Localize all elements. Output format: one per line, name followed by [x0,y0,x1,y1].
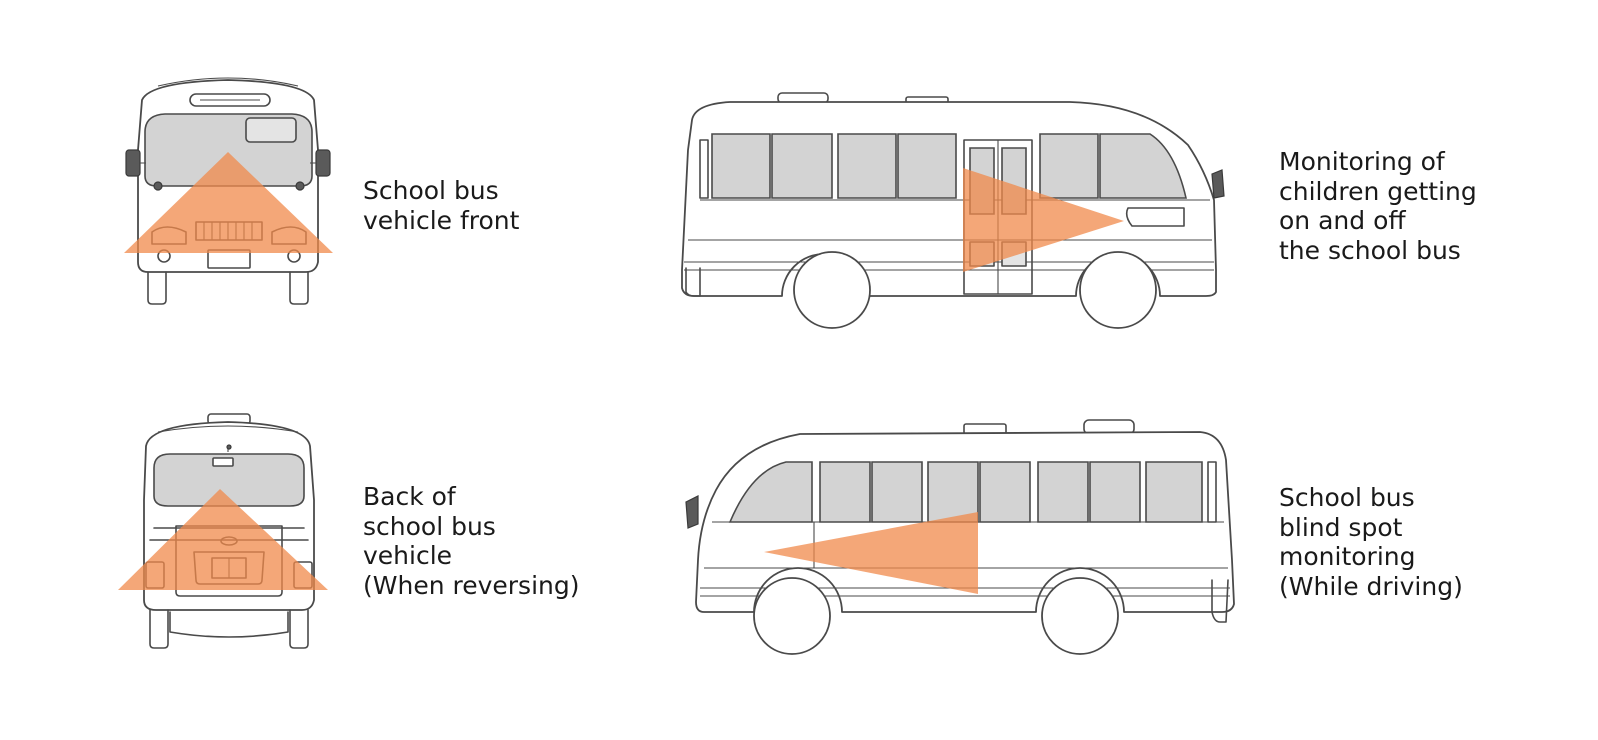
label-side-blind-line-1: School bus [1279,483,1415,512]
label-side-blind-line-3: monitoring [1279,542,1416,571]
label-side-door: Monitoring of children getting on and of… [1279,147,1477,265]
label-side-door-line-2: children getting [1279,176,1477,206]
label-front: School bus vehicle front [363,176,519,235]
label-front-line-2: vehicle front [363,205,520,235]
bus-side-view-blind-spot [685,419,1235,655]
camera-field-of-view-door [963,168,1124,272]
label-back-line-4: (When reversing) [363,570,580,600]
label-back-line-2: school bus [363,511,496,541]
camera-field-of-view-blind-spot [764,512,978,594]
camera-field-of-view-rear [118,489,328,590]
label-back-line-3: vehicle [363,541,453,570]
label-side-door-line-4: the school bus [1279,235,1461,265]
label-side-blind-line-2: blind spot [1279,512,1403,542]
label-side-door-line-3: on and off [1279,206,1406,235]
bus-side-view-door [681,92,1225,329]
label-side-door-line-1: Monitoring of [1279,147,1445,176]
label-back-line-1: Back of [363,482,456,511]
label-back: Back of school bus vehicle (When reversi… [363,482,580,600]
bus-back-view [118,413,328,649]
label-front-line-1: School bus [363,176,499,205]
label-side-blind: School bus blind spot monitoring (While … [1279,483,1463,601]
bus-front-view [124,77,333,305]
camera-field-of-view-front [124,152,333,253]
label-side-blind-line-4: (While driving) [1279,571,1463,601]
